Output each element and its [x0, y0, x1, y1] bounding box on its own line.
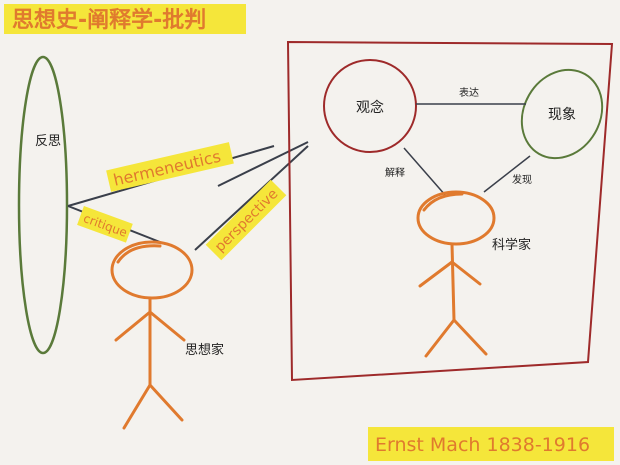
scientist-arm-right — [450, 260, 482, 286]
science-frame — [286, 40, 614, 382]
footer-highlight — [368, 427, 614, 461]
edge-interpret-line — [403, 147, 447, 197]
scientist-label: 科学家 — [492, 237, 531, 253]
thinker-leg-right — [148, 383, 184, 422]
tag-perspective: perspective — [205, 179, 287, 261]
thinker-arm-left — [114, 310, 152, 342]
scientist-head-stroke — [422, 192, 464, 212]
tag-hermeneutics-label: hermeneutics — [111, 147, 222, 190]
concept-label: 观念 — [356, 99, 384, 116]
scientist-head — [416, 190, 496, 246]
scientist-arm-left — [418, 260, 454, 288]
tag-critique-highlight — [77, 206, 133, 243]
thinker-head — [110, 240, 194, 300]
tag-perspective-highlight — [205, 179, 287, 261]
reflection-ellipse — [17, 55, 69, 355]
tag-critique: critique — [77, 206, 133, 243]
tag-hermeneutics-highlight — [106, 142, 234, 192]
phenomenon-label: 现象 — [548, 107, 576, 123]
edge-interpret-label: 解释 — [385, 166, 405, 179]
scientist-figure — [416, 190, 496, 358]
thinker-arm-right — [148, 310, 186, 342]
edge-express-label: 表达 — [459, 86, 479, 99]
tag-hermeneutics: hermeneutics — [106, 142, 234, 192]
page-title: 思想史-阐释学-批判 — [12, 7, 206, 33]
reflection-label: 反思 — [35, 134, 61, 149]
thinker-head-stroke — [116, 244, 162, 264]
thinker-figure — [110, 240, 194, 430]
scientist-leg-right — [452, 318, 488, 356]
scientist-body — [450, 242, 456, 322]
thinker-leg-left — [122, 383, 152, 430]
concept-circle — [323, 59, 417, 153]
thinker-label: 思想家 — [185, 342, 224, 358]
view-line-upper-to-box — [217, 141, 309, 187]
edge-discover-label: 发现 — [512, 173, 532, 186]
footer-caption: Ernst Mach 1838-1916 — [375, 434, 590, 456]
scientist-leg-left — [424, 318, 456, 358]
tag-perspective-label: perspective — [212, 186, 281, 255]
title-highlight — [4, 4, 246, 34]
edge-discover-line — [483, 155, 531, 193]
phenomenon-ellipse — [520, 68, 604, 160]
